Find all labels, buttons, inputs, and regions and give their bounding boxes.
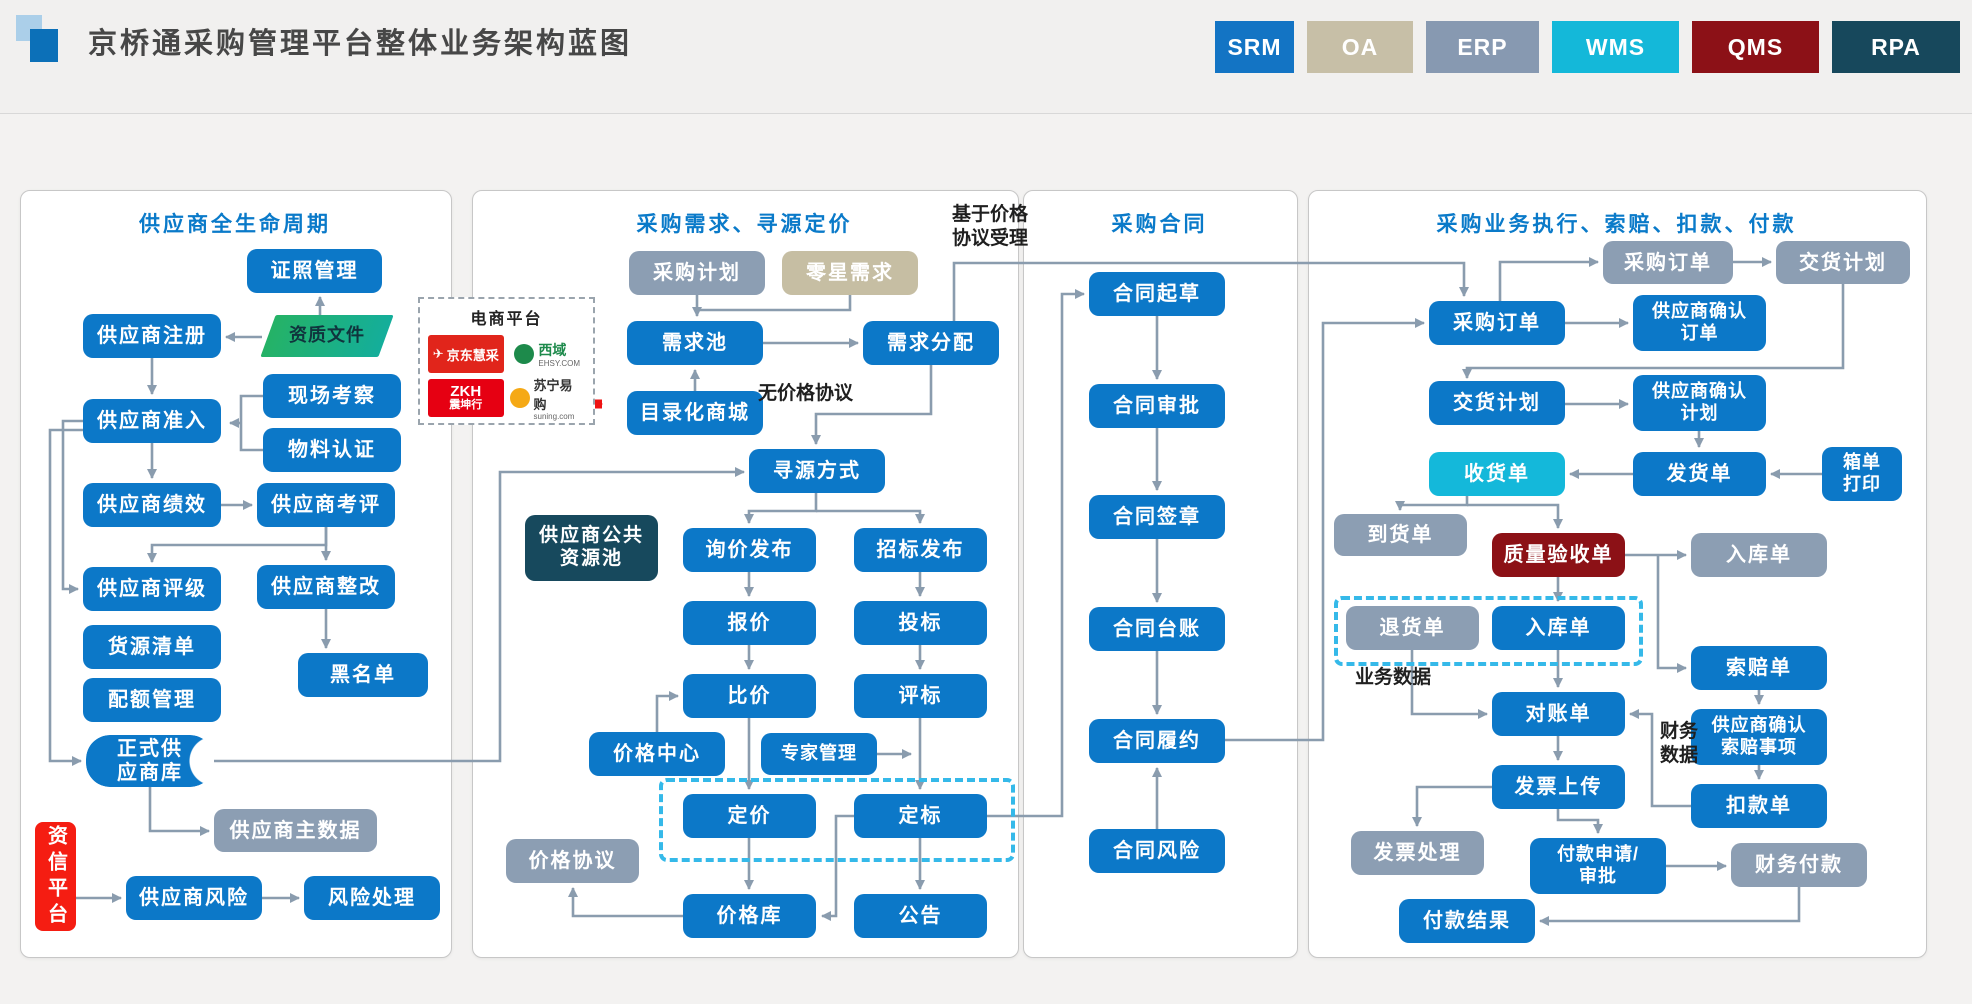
suning-lion-icon: [509, 388, 530, 408]
node-supplier-performance: 供应商绩效: [83, 483, 221, 527]
legend-srm: SRM: [1215, 21, 1294, 73]
node-invoice-processing: 发票处理: [1351, 831, 1484, 875]
node-quality-acceptance: 质量验收单: [1492, 533, 1625, 577]
node-inbound-note: 入库单: [1492, 606, 1625, 650]
node-blacklist: 黑名单: [298, 653, 428, 697]
label-no-price-agreement: 无价格协议: [758, 383, 854, 404]
ecommerce-platform-title: 电商平台: [470, 311, 543, 328]
node-sourcing-method: 寻源方式: [749, 449, 885, 493]
panel-title-demand-sourcing: 采购需求、寻源定价: [636, 213, 853, 236]
node-supplier-evaluation: 供应商考评: [257, 483, 395, 527]
node-delivery-plan-erp: 交货计划: [1776, 241, 1910, 284]
page-title: 京桥通采购管理平台整体业务架构蓝图: [88, 28, 633, 60]
logo-mark-dark: [30, 29, 58, 62]
node-price-library: 价格库: [683, 894, 816, 938]
node-public-supplier-pool: 供应商公共 资源池: [525, 515, 658, 581]
legend-wms: WMS: [1552, 21, 1679, 73]
panel-title-contract: 采购合同: [1111, 213, 1208, 236]
label-business-data: 业务数据: [1355, 667, 1432, 688]
node-contract-draft: 合同起草: [1089, 272, 1225, 316]
node-credit-platform: 资信平台: [35, 822, 76, 931]
node-shipping-note: 发货单: [1633, 452, 1766, 496]
node-sporadic-demand: 零星需求: [782, 251, 918, 295]
node-payment-request-approval: 付款申请/ 审批: [1530, 838, 1666, 894]
panel-title-supplier-lifecycle: 供应商全生命周期: [139, 213, 331, 236]
node-tender-publish: 招标发布: [854, 528, 987, 572]
node-arrival-note: 到货单: [1334, 514, 1467, 556]
node-contract-risk: 合同风险: [1089, 829, 1225, 873]
node-supplier-rating: 供应商评级: [83, 567, 221, 611]
vendor-zkh-logo: ZKH 震坤行: [428, 379, 504, 417]
highlight-box-pricing-award: [659, 778, 1015, 862]
node-contract-fulfillment: 合同履约: [1089, 719, 1225, 763]
header-bar: 京桥通采购管理平台整体业务架构蓝图 SRM OA ERP WMS QMS RPA: [0, 0, 1972, 114]
legend-rpa: RPA: [1832, 21, 1960, 73]
node-contract-signing: 合同签章: [1089, 495, 1225, 539]
ehsy-lion-icon: [514, 344, 535, 364]
node-supplier-admission: 供应商准入: [83, 399, 221, 443]
node-contract-approval: 合同审批: [1089, 384, 1225, 428]
node-price-comparison: 比价: [683, 674, 816, 718]
node-qualification-docs: 资质文件: [258, 315, 396, 357]
node-expert-mgmt: 专家管理: [761, 733, 877, 775]
node-purchase-order: 采购订单: [1429, 301, 1565, 345]
label-finance-data: 财务 数据: [1660, 721, 1699, 766]
legend-oa: OA: [1307, 21, 1413, 73]
node-demand-allocation: 需求分配: [863, 321, 999, 365]
node-invoice-upload: 发票上传: [1492, 765, 1625, 809]
node-payment-result: 付款结果: [1399, 899, 1535, 943]
node-site-inspection: 现场考察: [263, 374, 401, 418]
panel-title-execution-payment: 采购业务执行、索赔、扣款、付款: [1436, 213, 1797, 236]
node-catalog-mall: 目录化商城: [627, 391, 763, 435]
node-risk-handling: 风险处理: [304, 876, 440, 920]
label-price-agreement-based: 基于价格 协议受理: [952, 204, 1029, 249]
legend-qms: QMS: [1692, 21, 1819, 73]
system-legend: SRM OA ERP WMS QMS RPA: [1215, 21, 1960, 73]
node-supplier-confirm-claim: 供应商确认 索赔事项: [1691, 709, 1827, 765]
node-contract-ledger: 合同台账: [1089, 607, 1225, 651]
node-material-certification: 物料认证: [263, 428, 401, 472]
node-purchase-plan: 采购计划: [629, 251, 765, 295]
node-pricing: 定价: [683, 794, 816, 838]
node-claim-note: 索赔单: [1691, 646, 1827, 690]
node-supplier-risk: 供应商风险: [126, 876, 262, 920]
node-bid-evaluation: 评标: [854, 674, 987, 718]
node-bidding: 投标: [854, 601, 987, 645]
node-inquiry-publish: 询价发布: [683, 528, 816, 572]
node-return-note: 退货单: [1346, 606, 1479, 650]
node-supplier-confirm-plan: 供应商确认 计划: [1633, 375, 1766, 431]
node-quota-mgmt: 配额管理: [83, 678, 221, 722]
jd-bird-icon: ✈: [432, 346, 444, 361]
node-supplier-register: 供应商注册: [83, 314, 221, 358]
node-price-center: 价格中心: [589, 732, 725, 776]
node-supplier-confirm-order: 供应商确认 订单: [1633, 295, 1766, 351]
node-deduction-note: 扣款单: [1691, 784, 1827, 828]
node-demand-pool: 需求池: [627, 321, 763, 365]
node-receiving-note: 收货单: [1429, 452, 1565, 496]
node-license-mgmt: 证照管理: [247, 249, 382, 293]
node-price-agreement: 价格协议: [506, 839, 639, 883]
node-inbound-note-erp: 入库单: [1691, 533, 1827, 577]
node-announcement: 公告: [854, 894, 987, 938]
node-po-erp: 采购订单: [1603, 241, 1733, 284]
node-finance-payment: 财务付款: [1731, 843, 1867, 887]
node-supplier-master-data: 供应商主数据: [214, 809, 377, 852]
node-quotation: 报价: [683, 601, 816, 645]
node-award: 定标: [854, 794, 987, 838]
vendor-jd-logo: ✈ 京东慧采: [428, 335, 504, 373]
legend-erp: ERP: [1426, 21, 1539, 73]
node-statement: 对账单: [1492, 692, 1625, 736]
node-delivery-plan: 交货计划: [1429, 381, 1565, 425]
highlight-box-return-inbound: [1334, 596, 1643, 666]
node-source-list: 货源清单: [83, 625, 221, 669]
node-packing-list-print: 箱单 打印: [1822, 447, 1902, 501]
node-official-supplier-pool: 正式供 应商库: [86, 735, 214, 787]
node-supplier-rectification: 供应商整改: [257, 565, 395, 609]
